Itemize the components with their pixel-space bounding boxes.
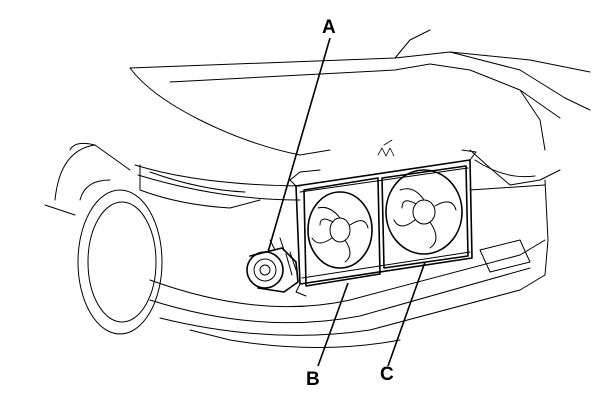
ac-compressor	[246, 237, 299, 293]
condenser-fan-c	[381, 165, 469, 269]
leader-c	[387, 261, 426, 367]
radiator-assembly	[289, 149, 477, 297]
leader-b	[317, 282, 349, 367]
leader-lines	[267, 37, 426, 367]
radiator-fan-b	[303, 177, 381, 287]
leader-a	[267, 37, 331, 253]
car-body	[44, 29, 591, 348]
callout-a-label: A	[322, 17, 336, 38]
callout-c-label: C	[380, 364, 394, 385]
callout-b-label: B	[306, 369, 320, 390]
